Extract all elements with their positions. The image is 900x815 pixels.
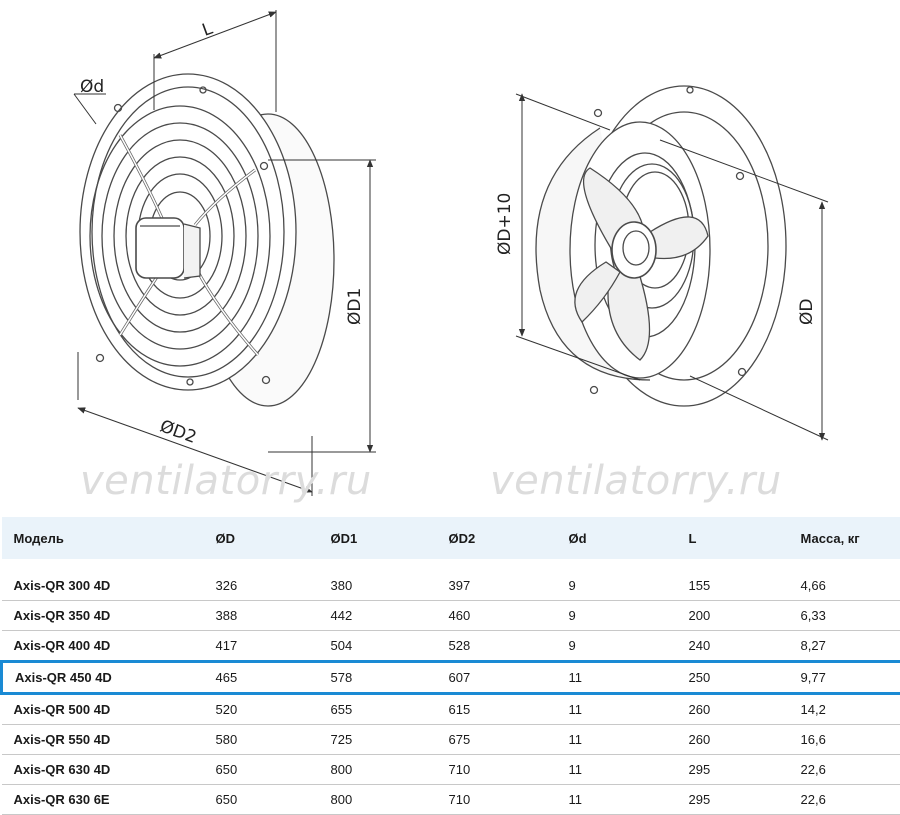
col-header-mass: Масса, кг [789,517,900,565]
dim-label-D: ØD [797,299,817,325]
col-header-d: Ød [557,517,677,565]
fan-technical-drawing: Ød L ØD1 ØD2 [0,0,900,515]
dim-label-D2: ØD2 [157,416,199,448]
col-header-D1: ØD1 [319,517,437,565]
col-header-D: ØD [204,517,319,565]
dim-label-L: L [200,19,216,41]
d2-cell: 615 [437,694,557,725]
watermark-left: ventilatorry.ru [80,458,372,504]
mass-cell: 16,6 [789,725,900,755]
d1-cell: 800 [319,755,437,785]
hole-d-cell: 9 [557,631,677,662]
d2-cell: 607 [437,662,557,694]
rear-view-drawing [536,86,786,406]
hole-d-cell: 11 [557,785,677,815]
d-cell: 580 [204,725,319,755]
hole-d-cell: 11 [557,755,677,785]
hole-d-cell: 9 [557,565,677,601]
d-cell: 417 [204,631,319,662]
d1-cell: 800 [319,785,437,815]
mass-cell: 22,6 [789,755,900,785]
hole-d-cell: 11 [557,662,677,694]
d-cell: 388 [204,601,319,631]
length-cell: 260 [677,694,789,725]
model-cell: Axis-QR 300 4D [2,565,204,601]
d2-cell: 397 [437,565,557,601]
d2-cell: 528 [437,631,557,662]
col-header-D2: ØD2 [437,517,557,565]
d-cell: 465 [204,662,319,694]
mass-cell: 9,77 [789,662,900,694]
watermark-right: ventilatorry.ru [490,458,782,504]
d1-cell: 655 [319,694,437,725]
length-cell: 155 [677,565,789,601]
table-header: Модель ØD ØD1 ØD2 Ød L Масса, кг [2,517,900,565]
length-cell: 250 [677,662,789,694]
d1-cell: 442 [319,601,437,631]
model-cell: Axis-QR 630 6E [2,785,204,815]
length-cell: 240 [677,631,789,662]
d2-cell: 675 [437,725,557,755]
length-cell: 260 [677,725,789,755]
col-header-L: L [677,517,789,565]
mass-cell: 22,6 [789,785,900,815]
model-cell: Axis-QR 500 4D [2,694,204,725]
d1-cell: 725 [319,725,437,755]
dim-label-d: Ød [80,77,104,97]
mass-cell: 14,2 [789,694,900,725]
hole-d-cell: 11 [557,725,677,755]
dim-label-D1: ØD1 [345,288,365,325]
model-cell: Axis-QR 350 4D [2,601,204,631]
model-cell: Axis-QR 630 4D [2,755,204,785]
mass-cell: 4,66 [789,565,900,601]
model-cell: Axis-QR 450 4D [2,662,204,694]
d2-cell: 710 [437,785,557,815]
d-cell: 650 [204,785,319,815]
hole-d-cell: 11 [557,694,677,725]
specifications-table: Модель ØD ØD1 ØD2 Ød L Масса, кг Axis-QR… [0,517,900,815]
d-cell: 520 [204,694,319,725]
length-cell: 295 [677,755,789,785]
header-row: Модель ØD ØD1 ØD2 Ød L Масса, кг [2,517,900,565]
model-cell: Axis-QR 400 4D [2,631,204,662]
model-cell: Axis-QR 550 4D [2,725,204,755]
dim-label-D-plus-10: ØD+10 [495,193,515,255]
d-cell: 650 [204,755,319,785]
col-header-model: Модель [2,517,204,565]
front-view-drawing [80,74,334,406]
length-cell: 200 [677,601,789,631]
d1-cell: 380 [319,565,437,601]
d2-cell: 460 [437,601,557,631]
mass-cell: 6,33 [789,601,900,631]
mass-cell: 8,27 [789,631,900,662]
d1-cell: 578 [319,662,437,694]
hole-d-cell: 9 [557,601,677,631]
length-cell: 295 [677,785,789,815]
d1-cell: 504 [319,631,437,662]
d2-cell: 710 [437,755,557,785]
d-cell: 326 [204,565,319,601]
